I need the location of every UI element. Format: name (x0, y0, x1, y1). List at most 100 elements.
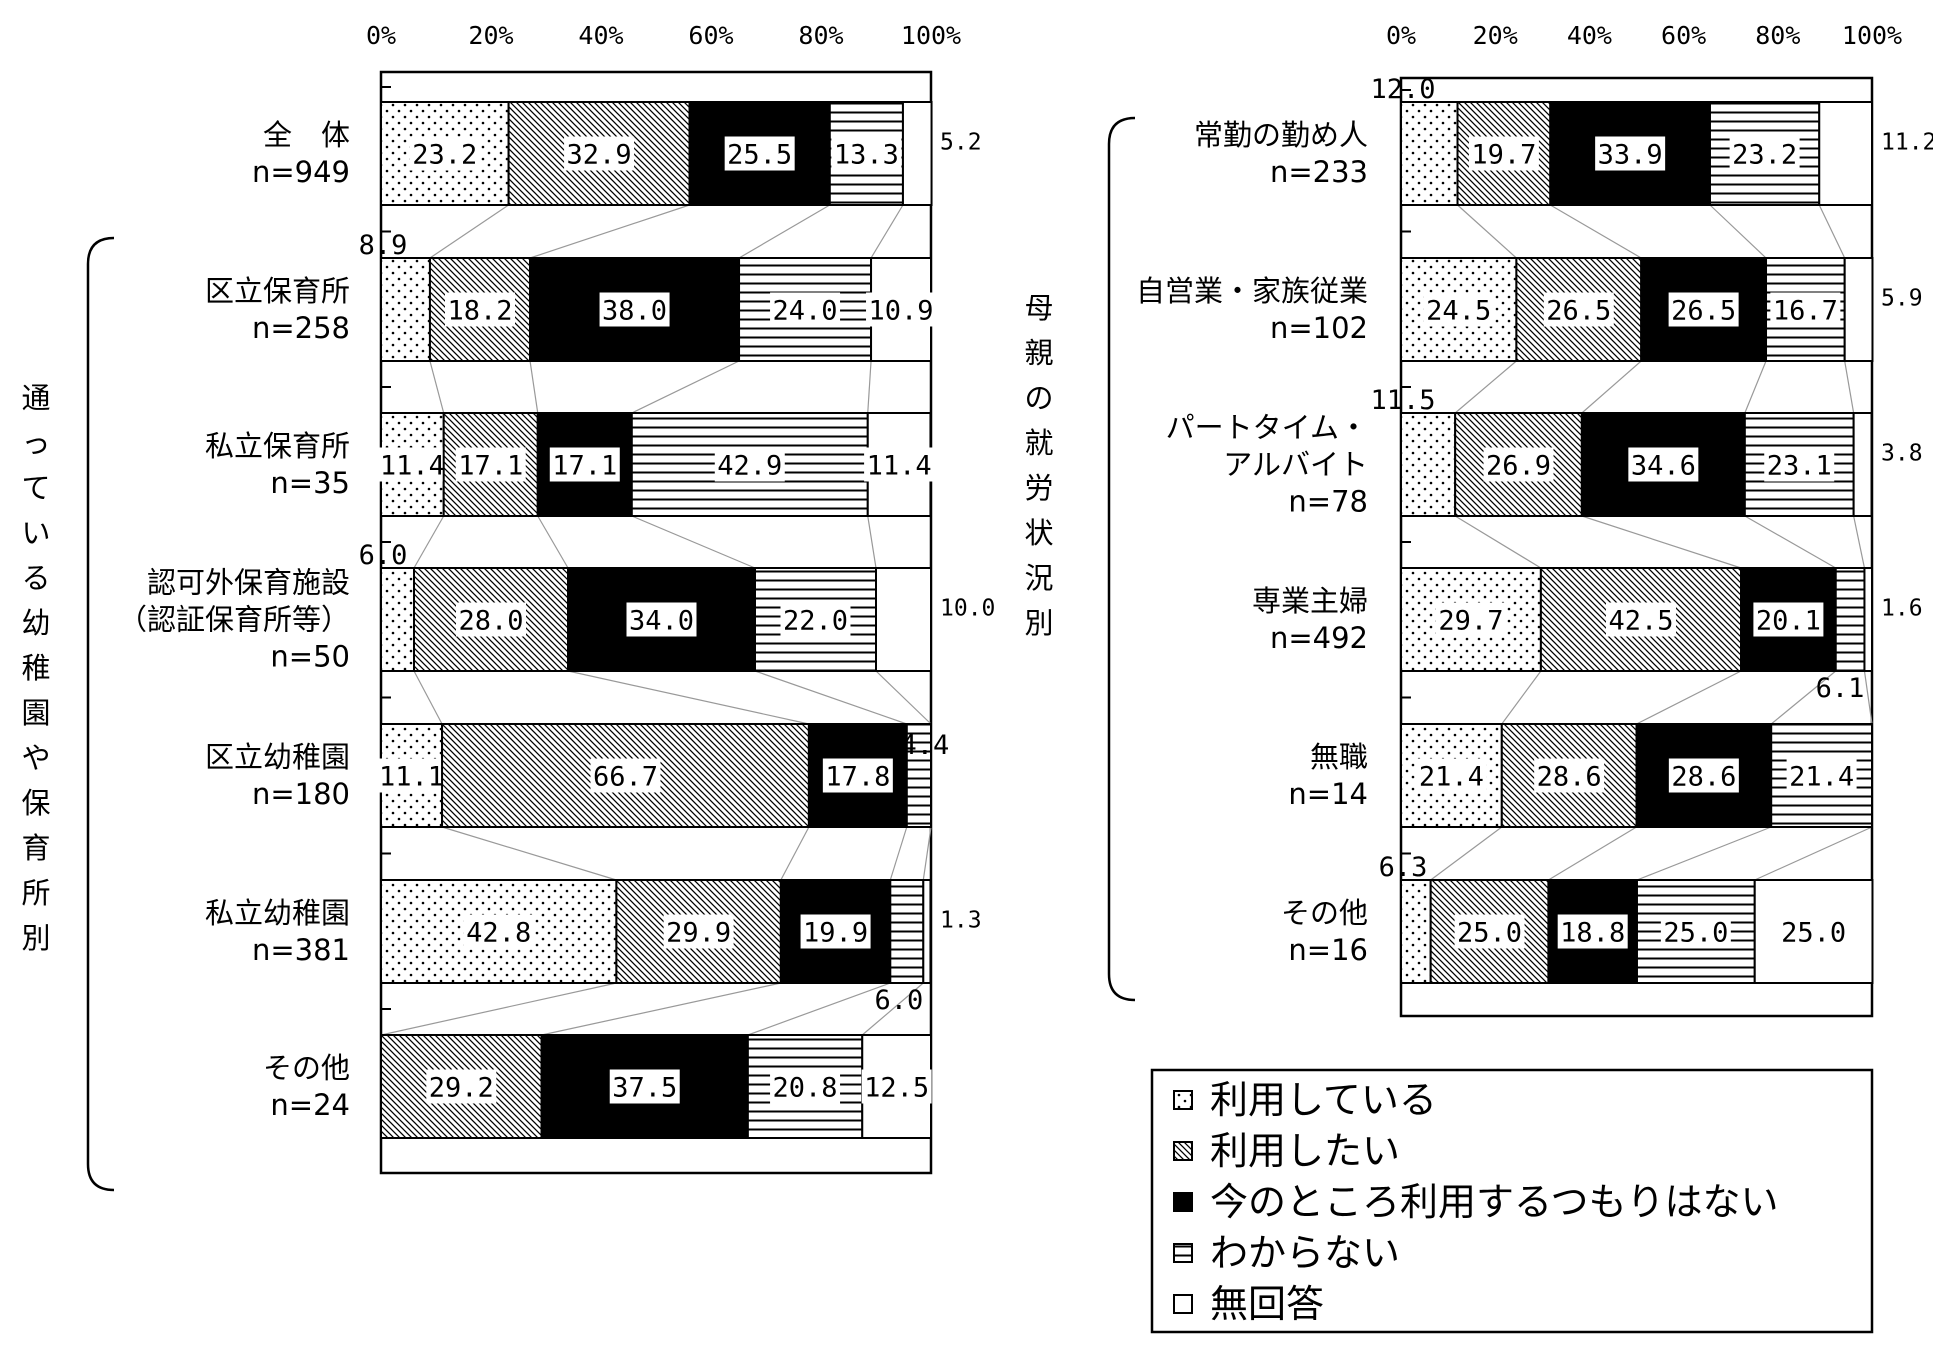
row-category-label: 専業主婦 (1252, 584, 1368, 618)
bar-segment-no-answer (1818, 101, 1874, 206)
row-category-label: 全 体 (263, 118, 350, 152)
data-label: 28.6 (1537, 762, 1602, 793)
bar-segment-no-answer (1843, 257, 1874, 362)
connector-line (1744, 515, 1837, 569)
connector-line (1709, 204, 1767, 259)
legend-swatch-no-answer (1173, 1294, 1193, 1314)
connector-line (529, 204, 690, 259)
legend-swatch-no-intention (1173, 1192, 1193, 1212)
x-tick-label: 100% (901, 21, 961, 50)
row-n-label: n=35 (270, 466, 350, 500)
row-category-label: 区立幼稚園 (205, 740, 350, 774)
row-category-label: パートタイム・ (1166, 411, 1368, 445)
connector-line (738, 204, 831, 259)
connector-line (631, 360, 740, 414)
connector-line (413, 515, 445, 569)
data-label: 25.0 (1781, 918, 1846, 949)
bar-segment-unknown (1834, 567, 1866, 672)
group-label: 母親の就労状況別 (1024, 291, 1053, 640)
row-n-label: n=258 (252, 311, 350, 345)
bar-segment-unknown (889, 879, 925, 984)
connector-line (1581, 360, 1642, 414)
connector-line (413, 670, 443, 725)
data-label: 24.0 (773, 296, 838, 327)
data-label: 25.0 (1663, 918, 1728, 949)
x-tick-label: 60% (1661, 21, 1706, 50)
data-label: 20.1 (1756, 606, 1821, 637)
group-brace (1107, 116, 1136, 1002)
data-label: 21.4 (1789, 762, 1854, 793)
data-label: 37.5 (612, 1073, 677, 1104)
connector-line (747, 982, 891, 1036)
data-label: 3.8 (1881, 441, 1923, 467)
data-label: 26.5 (1671, 296, 1736, 327)
data-label: 28.6 (1671, 762, 1736, 793)
data-label: 6.1 (1816, 673, 1865, 704)
data-label: 18.8 (1560, 918, 1625, 949)
data-label: 11.4 (380, 451, 445, 482)
bar-segment-using (380, 257, 431, 362)
connector-line (1581, 515, 1742, 569)
data-label: 33.9 (1598, 140, 1663, 171)
connector-line (631, 515, 756, 569)
data-label: 12.5 (864, 1073, 929, 1104)
data-label: 11.5 (1370, 385, 1435, 416)
data-label: 23.2 (412, 140, 477, 171)
row-category-label: 私立保育所 (205, 429, 350, 463)
legend-swatch-unknown (1173, 1243, 1193, 1263)
data-label: 22.0 (783, 606, 848, 637)
plot-frame (1399, 76, 1874, 1018)
bar-segment-no-answer (922, 879, 932, 984)
bar-segment-unknown (738, 257, 873, 362)
bar-segment-using (1400, 879, 1432, 984)
data-label: 6.3 (1379, 852, 1428, 883)
legend-label: 利用している (1210, 1078, 1437, 1122)
data-label: 26.5 (1546, 296, 1611, 327)
bar-segment-using (1400, 412, 1457, 517)
data-label: 29.9 (666, 918, 731, 949)
bar-segment-no-answer (875, 567, 932, 672)
row-category-label: 無職 (1310, 740, 1368, 774)
data-label: 23.2 (1732, 140, 1797, 171)
connector-line (870, 204, 904, 259)
connector-line (1430, 826, 1503, 881)
data-label: 28.0 (458, 606, 523, 637)
bar-segment-using (380, 567, 415, 672)
data-label: 26.9 (1486, 451, 1551, 482)
data-label: 25.5 (727, 140, 792, 171)
data-label: 5.2 (940, 130, 982, 156)
data-label: 21.4 (1419, 762, 1484, 793)
connector-line (541, 982, 781, 1036)
data-label: 66.7 (593, 762, 658, 793)
bar-segment-using (1400, 101, 1459, 206)
connector-line (1770, 670, 1837, 725)
connector-line (867, 360, 872, 414)
legend-label: 無回答 (1210, 1282, 1324, 1326)
x-tick-label: 100% (1842, 21, 1902, 50)
connector-line (380, 982, 617, 1036)
data-label: 18.2 (447, 296, 512, 327)
legend-label: 利用したい (1210, 1129, 1400, 1173)
x-tick-label: 0% (1386, 21, 1416, 50)
legend-box (1150, 1068, 1874, 1334)
connector-line (1844, 360, 1855, 414)
connector-line (875, 670, 932, 725)
connector-line (529, 360, 539, 414)
row-category-label: その他 (263, 1051, 350, 1085)
connector-line (567, 670, 810, 725)
data-label: 32.9 (567, 140, 632, 171)
data-label: 8.9 (359, 230, 408, 261)
data-label: 6.0 (359, 540, 408, 571)
connector-line (1548, 826, 1637, 881)
row-category-label: 私立幼稚園 (205, 896, 350, 930)
x-tick-label: 60% (688, 21, 733, 50)
data-label: 29.7 (1438, 606, 1503, 637)
data-label: 4.4 (901, 730, 950, 761)
row-category-label: 常勤の勤め人 (1194, 118, 1368, 152)
connector-line (889, 826, 908, 881)
row-category-label: その他 (1281, 896, 1368, 930)
